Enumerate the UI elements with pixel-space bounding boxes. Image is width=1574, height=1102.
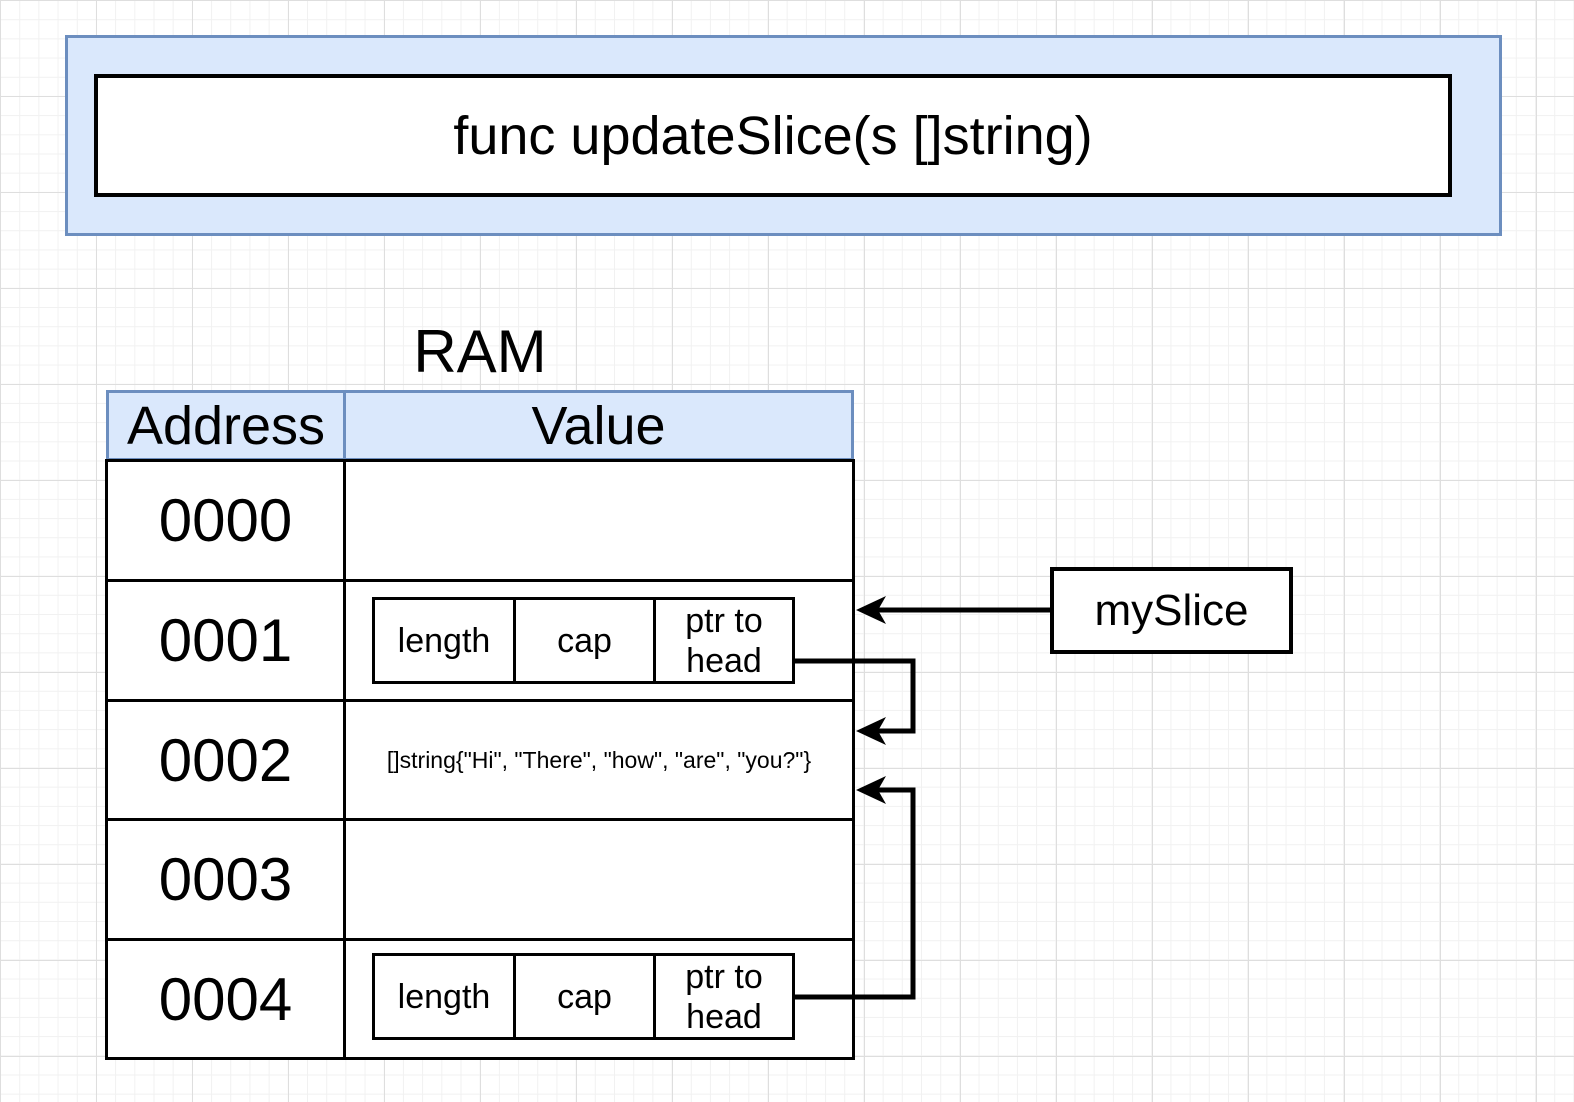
- value-cell-0003: [343, 818, 855, 941]
- myslice-variable: mySlice: [1050, 567, 1293, 654]
- value-header: Value: [343, 390, 854, 461]
- address-header: Address: [106, 390, 346, 461]
- address-cell-0003: 0003: [105, 818, 346, 941]
- function-signature: func updateSlice(s []string): [94, 74, 1452, 197]
- slice-cap-field: cap: [513, 597, 656, 684]
- slice-copy-cap-field: cap: [513, 953, 656, 1040]
- address-cell-0000: 0000: [105, 459, 346, 582]
- myslice-arrow: [856, 596, 1050, 624]
- address-cell-0004: 0004: [105, 938, 346, 1060]
- value-cell-0000: [343, 459, 855, 582]
- ram-title: RAM: [413, 317, 547, 385]
- pointer-arrow-0001: [795, 658, 916, 745]
- slice-copy-ptr-field: ptr to head: [653, 953, 795, 1040]
- pointer-arrow-0004: [795, 776, 916, 1000]
- slice-ptr-field: ptr to head: [653, 597, 795, 684]
- address-cell-0002: 0002: [105, 699, 346, 822]
